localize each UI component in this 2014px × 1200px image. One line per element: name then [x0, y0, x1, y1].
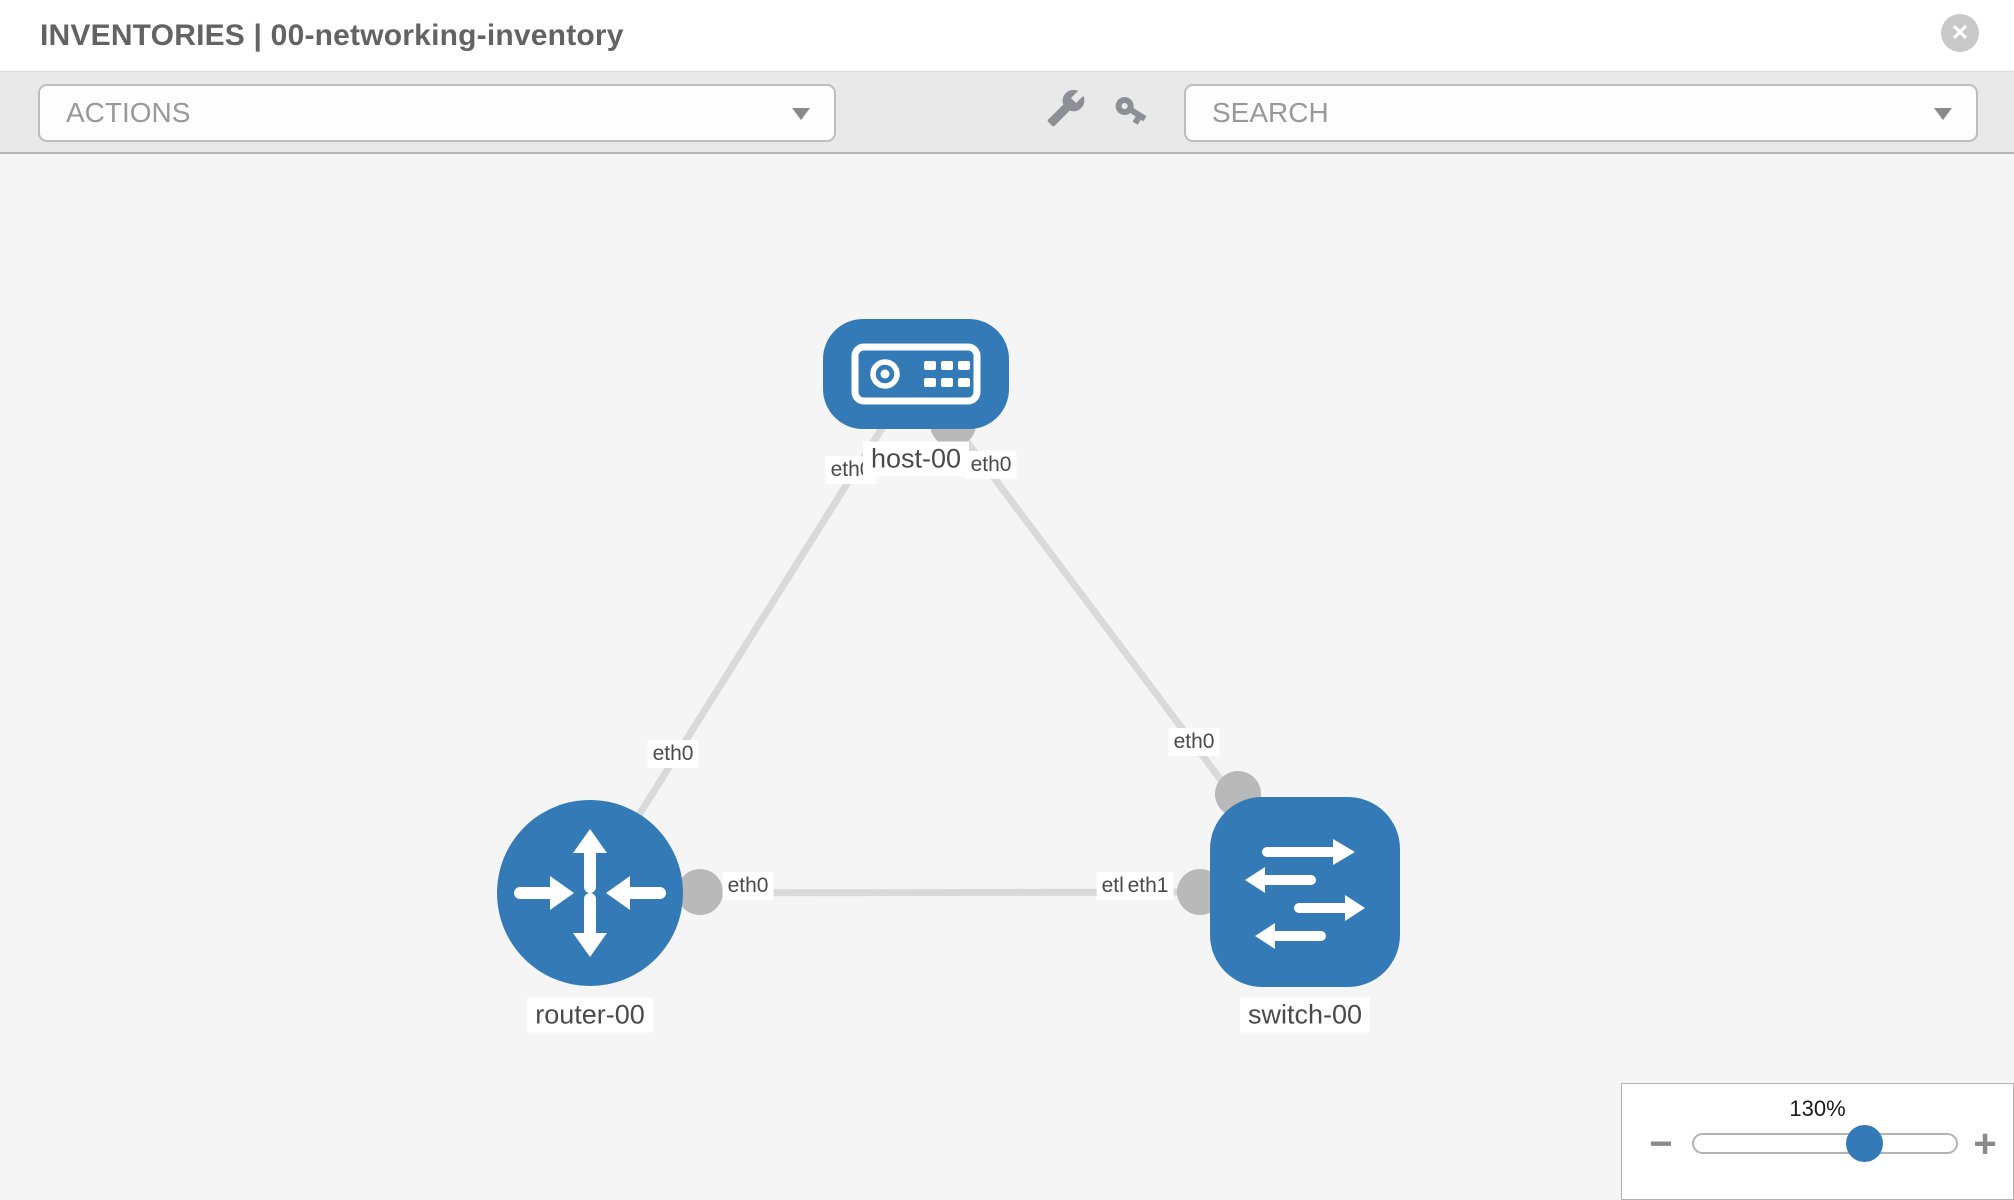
zoom-level-value: 130%: [1789, 1096, 1846, 1121]
zoom-out-button[interactable]: −: [1649, 1122, 1673, 1166]
actions-dropdown-label: ACTIONS: [66, 97, 191, 128]
chevron-down-icon: [1934, 108, 1952, 120]
switch-icon: [1245, 839, 1365, 949]
close-button[interactable]: ✕: [1941, 14, 1979, 52]
wrench-icon[interactable]: [1046, 88, 1086, 128]
toolbar: ACTIONS SEARCH: [0, 72, 2014, 154]
close-icon: ✕: [1950, 20, 1970, 45]
chevron-down-icon: [792, 108, 810, 120]
zoom-panel: 130% − +: [1621, 1083, 2014, 1200]
router-icon: [514, 829, 666, 957]
page-title: INVENTORIES | 00-networking-inventory: [40, 18, 624, 52]
zoom-slider-thumb[interactable]: [1846, 1125, 1883, 1162]
zoom-slider-track[interactable]: [1692, 1133, 1958, 1154]
search-dropdown[interactable]: SEARCH: [1184, 84, 1978, 142]
node-host-00[interactable]: [823, 319, 1009, 429]
host-icon: [851, 343, 981, 405]
topology-svg: [497, 319, 1400, 987]
interface-endpoint: [677, 869, 723, 915]
key-icon[interactable]: [1113, 92, 1149, 128]
zoom-in-button[interactable]: +: [1973, 1122, 1997, 1166]
header: INVENTORIES | 00-networking-inventory ✕: [0, 0, 2014, 72]
node-router-00[interactable]: [497, 800, 683, 986]
actions-dropdown[interactable]: ACTIONS: [38, 84, 836, 142]
node-switch-00[interactable]: [1210, 797, 1400, 987]
search-dropdown-label: SEARCH: [1212, 97, 1329, 128]
